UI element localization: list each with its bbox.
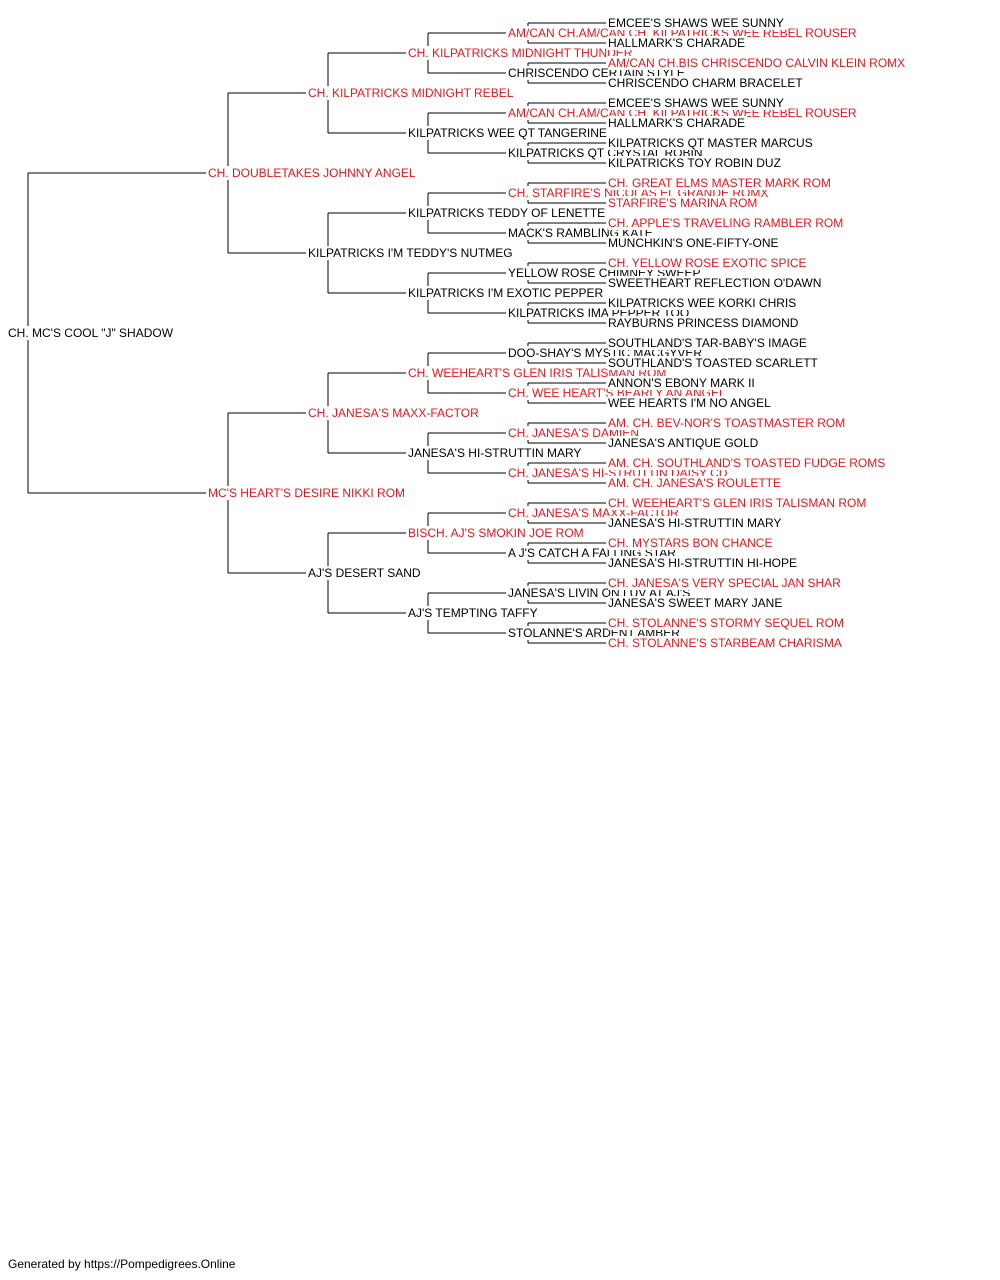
ancestor-name-gen3-6[interactable]: BISCH. AJ'S SMOKIN JOE ROM [408,526,586,540]
subject-dog-name[interactable]: CH. MC'S COOL "J" SHADOW [8,326,176,340]
ancestor-name-gen5-3[interactable]: CHRISCENDO CHARM BRACELET [608,76,805,90]
ancestor-name-gen5-30[interactable]: CH. STOLANNE'S STORMY SEQUEL ROM [608,616,846,630]
ancestor-name-gen5-10[interactable]: CH. APPLE'S TRAVELING RAMBLER ROM [608,216,846,230]
ancestor-name-gen3-5[interactable]: JANESA'S HI-STRUTTIN MARY [408,446,584,460]
ancestor-name-gen3-2[interactable]: KILPATRICKS TEDDY OF LENETTE [408,206,608,220]
ancestor-name-gen5-14[interactable]: KILPATRICKS WEE KORKI CHRIS [608,296,799,310]
ancestor-name-gen5-4[interactable]: EMCEE'S SHAWS WEE SUNNY [608,96,786,110]
ancestor-name-gen5-12[interactable]: CH. YELLOW ROSE EXOTIC SPICE [608,256,809,270]
ancestor-name-gen5-31[interactable]: CH. STOLANNE'S STARBEAM CHARISMA [608,636,844,650]
ancestor-name-gen3-7[interactable]: AJ'S TEMPTING TAFFY [408,606,540,620]
ancestor-name-gen5-27[interactable]: JANESA'S HI-STRUTTIN HI-HOPE [608,556,799,570]
ancestor-name-gen2-1[interactable]: KILPATRICKS I'M TEDDY'S NUTMEG [308,246,515,260]
ancestor-name-gen5-19[interactable]: WEE HEARTS I'M NO ANGEL [608,396,773,410]
ancestor-name-gen5-2[interactable]: AM/CAN CH.BIS CHRISCENDO CALVIN KLEIN RO… [608,56,908,70]
ancestor-name-gen5-0[interactable]: EMCEE'S SHAWS WEE SUNNY [608,16,786,30]
ancestor-name-gen5-7[interactable]: KILPATRICKS TOY ROBIN DUZ [608,156,783,170]
ancestor-name-gen5-6[interactable]: KILPATRICKS QT MASTER MARCUS [608,136,815,150]
ancestor-name-gen5-24[interactable]: CH. WEEHEART'S GLEN IRIS TALISMAN ROM [608,496,869,510]
generated-by-footer: Generated by https://Pompedigrees.Online [8,1257,236,1271]
ancestor-name-gen5-17[interactable]: SOUTHLAND'S TOASTED SCARLETT [608,356,820,370]
ancestor-name-gen3-1[interactable]: KILPATRICKS WEE QT TANGERINE [408,126,609,140]
ancestor-name-gen5-21[interactable]: JANESA'S ANTIQUE GOLD [608,436,761,450]
ancestor-name-gen5-13[interactable]: SWEETHEART REFLECTION O'DAWN [608,276,824,290]
ancestor-name-gen2-0[interactable]: CH. KILPATRICKS MIDNIGHT REBEL [308,86,516,100]
ancestor-name-gen5-11[interactable]: MUNCHKIN'S ONE-FIFTY-ONE [608,236,781,250]
ancestor-name-gen3-0[interactable]: CH. KILPATRICKS MIDNIGHT THUNDER [408,46,635,60]
ancestor-name-gen3-3[interactable]: KILPATRICKS I'M EXOTIC PEPPER [408,286,606,300]
ancestor-name-gen5-25[interactable]: JANESA'S HI-STRUTTIN MARY [608,516,784,530]
ancestor-name-gen5-16[interactable]: SOUTHLAND'S TAR-BABY'S IMAGE [608,336,809,350]
ancestor-name-gen2-3[interactable]: AJ'S DESERT SAND [308,566,423,580]
ancestor-name-gen5-9[interactable]: STARFIRE'S MARINA ROM [608,196,760,210]
ancestor-name-gen3-4[interactable]: CH. WEEHEART'S GLEN IRIS TALISMAN ROM [408,366,669,380]
ancestor-name-gen5-15[interactable]: RAYBURNS PRINCESS DIAMOND [608,316,801,330]
ancestor-name-gen5-28[interactable]: CH. JANESA'S VERY SPECIAL JAN SHAR [608,576,843,590]
ancestor-name-gen5-8[interactable]: CH. GREAT ELMS MASTER MARK ROM [608,176,833,190]
ancestor-name-gen2-2[interactable]: CH. JANESA'S MAXX-FACTOR [308,406,481,420]
ancestor-name-gen1-0[interactable]: CH. DOUBLETAKES JOHNNY ANGEL [208,166,418,180]
ancestor-name-gen5-1[interactable]: HALLMARK'S CHARADE [608,36,747,50]
ancestor-name-gen1-1[interactable]: MC'S HEART'S DESIRE NIKKI ROM [208,486,408,500]
ancestor-name-gen5-22[interactable]: AM. CH. SOUTHLAND'S TOASTED FUDGE ROMS [608,456,888,470]
ancestor-name-gen5-23[interactable]: AM. CH. JANESA'S ROULETTE [608,476,783,490]
ancestor-name-gen5-26[interactable]: CH. MYSTARS BON CHANCE [608,536,775,550]
ancestor-name-gen5-5[interactable]: HALLMARK'S CHARADE [608,116,747,130]
ancestor-name-gen5-18[interactable]: ANNON'S EBONY MARK II [608,376,757,390]
ancestor-name-gen4-10[interactable]: CH. JANESA'S DAMIEN [508,426,641,440]
ancestor-name-gen5-20[interactable]: AM. CH. BEV-NOR'S TOASTMASTER ROM [608,416,848,430]
ancestor-name-gen5-29[interactable]: JANESA'S SWEET MARY JANE [608,596,785,610]
